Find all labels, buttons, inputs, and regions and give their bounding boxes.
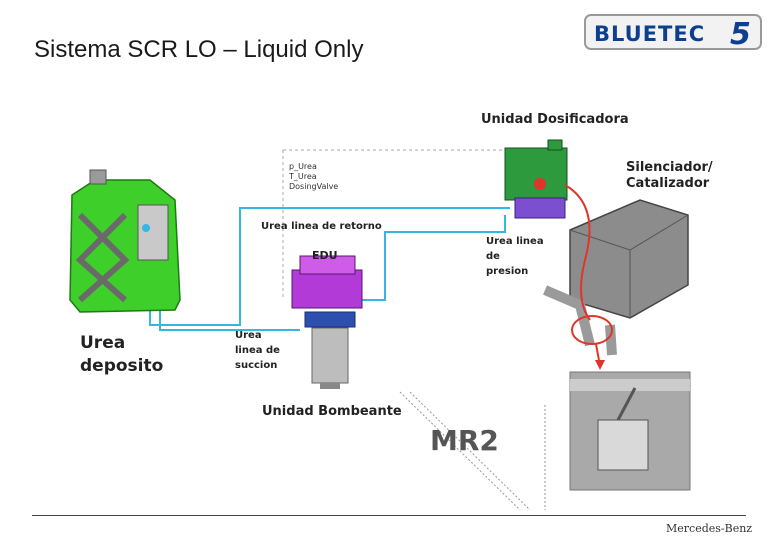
label-unidad-dosificadora: Unidad Dosificadora [481,112,629,127]
bluetec-logo: BLUETEC 5 [584,14,762,50]
red-pressure-line [564,184,591,321]
urea-tank [69,169,181,313]
label-presion: Urea linea de presion [486,236,544,278]
label-succion: Urea linea de succion [235,330,280,372]
label-silenciador: Silenciador/ Catalizador [626,160,713,192]
logo-text: BLUETEC [594,22,705,46]
label-presion-line2: de [486,251,500,262]
label-retorno: Urea linea de retorno [261,221,382,232]
pressure-line [355,215,506,301]
label-presion-line3: presion [486,266,529,277]
label-silenciador-line2: Catalizador [626,176,710,191]
label-succion-line3: succion [235,360,278,371]
label-edu: EDU [312,249,338,262]
label-succion-line1: Urea [235,330,262,341]
label-succion-line2: linea de [235,345,280,356]
label-deposito: Urea deposito [80,333,163,377]
label-sensor-dosing-valve: DosingValve [289,182,339,191]
dosing-unit [504,139,568,219]
suction-line [159,240,300,331]
footer-brand: Mercedes-Benz [666,522,753,535]
label-sensor-t-urea: T_Urea [289,172,317,181]
label-presion-line1: Urea linea [486,236,544,247]
label-bombeante: Unidad Bombeante [262,404,402,419]
label-sensor-p-urea: p_Urea [289,162,317,171]
sensor-highlight [571,315,613,345]
mr2-frame [399,391,546,511]
slide-title: Sistema SCR LO – Liquid Only [34,36,364,63]
label-sensors: p_Urea T_Urea DosingValve [289,162,338,192]
footer-divider [32,515,746,516]
muffler-catalyst [543,199,689,356]
label-silenciador-line1: Silenciador/ [626,160,713,175]
label-deposito-line1: Urea [80,333,126,353]
pump-unit [291,255,363,389]
sensor-detail-image [569,371,691,491]
label-deposito-line2: deposito [80,356,164,376]
logo-number: 5 [730,17,751,50]
label-mr2: MR2 [430,424,499,457]
